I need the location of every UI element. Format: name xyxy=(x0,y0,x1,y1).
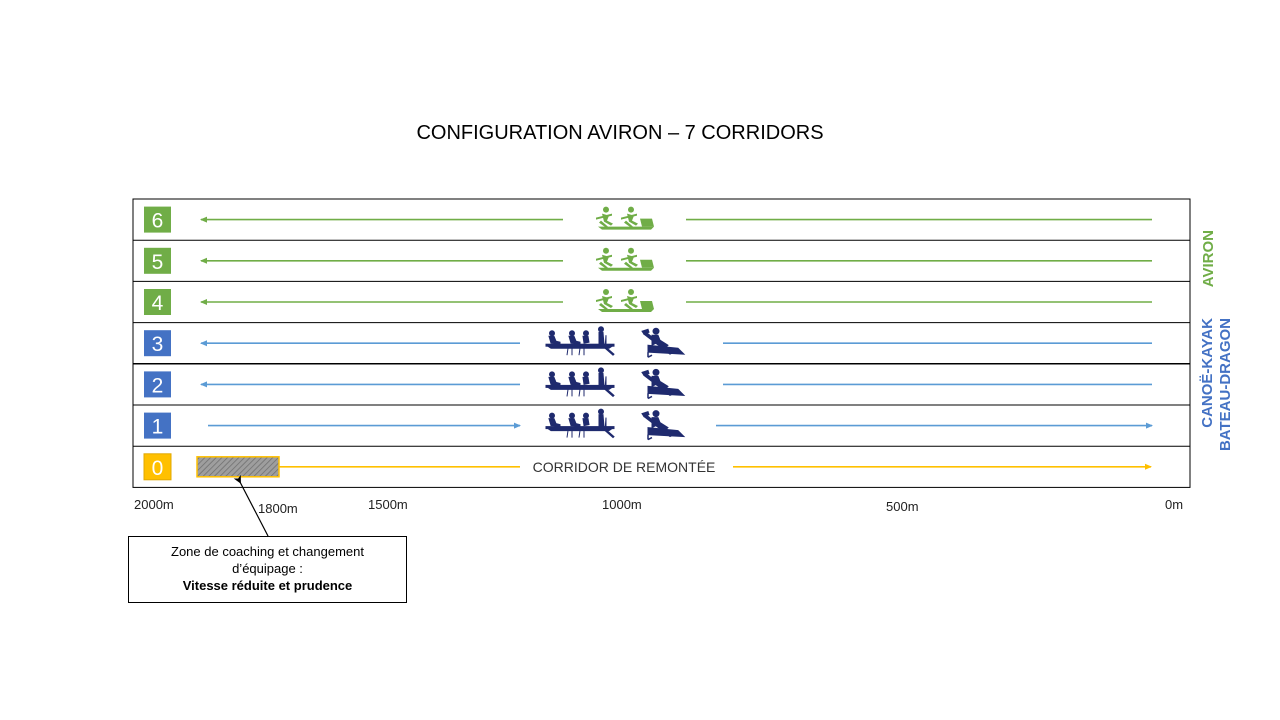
callout-pointer xyxy=(233,474,269,537)
distance-1800m: 1800m xyxy=(258,501,298,516)
lane-number: 2 xyxy=(152,374,164,397)
lane-number: 6 xyxy=(152,210,164,233)
lane-number-badge xyxy=(144,330,171,357)
page-title: CONFIGURATION AVIRON – 7 CORRIDORS xyxy=(416,122,824,144)
callout-line1: Zone de coaching et changement xyxy=(171,544,364,559)
coaching-zone-callout: Zone de coaching et changement d’équipag… xyxy=(128,536,407,603)
lane-number-badge xyxy=(144,206,171,233)
lane-number: 5 xyxy=(152,251,164,274)
lane-number-badge xyxy=(144,289,171,315)
callout-emphasis: Vitesse réduite et prudence xyxy=(182,578,353,593)
lane-number: 1 xyxy=(152,416,164,439)
lane-number: 3 xyxy=(152,333,164,356)
lane-number-badge xyxy=(143,453,172,481)
coaching-zone xyxy=(196,456,280,478)
distance-0m: 0m xyxy=(1165,497,1184,512)
side-label-aviron: AVIRON xyxy=(1200,230,1217,288)
side-label-bateau-dragon: BATEAU-DRAGON xyxy=(1217,318,1234,452)
distance-1500m: 1500m xyxy=(368,497,408,512)
lane-number-badge xyxy=(144,247,171,274)
distance-2000m: 2000m xyxy=(134,497,174,512)
remontee-label: CORRIDOR DE REMONTÉE xyxy=(533,459,716,475)
lane-number: 0 xyxy=(152,457,164,480)
distance-1000m: 1000m xyxy=(602,497,642,512)
distance-500m: 500m xyxy=(886,499,919,514)
lane-number: 4 xyxy=(152,292,164,315)
side-label-canoe-kayak: CANOË-KAYAK xyxy=(1199,318,1216,428)
lane-number-badge xyxy=(144,412,171,439)
callout-line2: d’équipage : xyxy=(232,561,303,576)
lane-number-badge xyxy=(144,371,171,398)
